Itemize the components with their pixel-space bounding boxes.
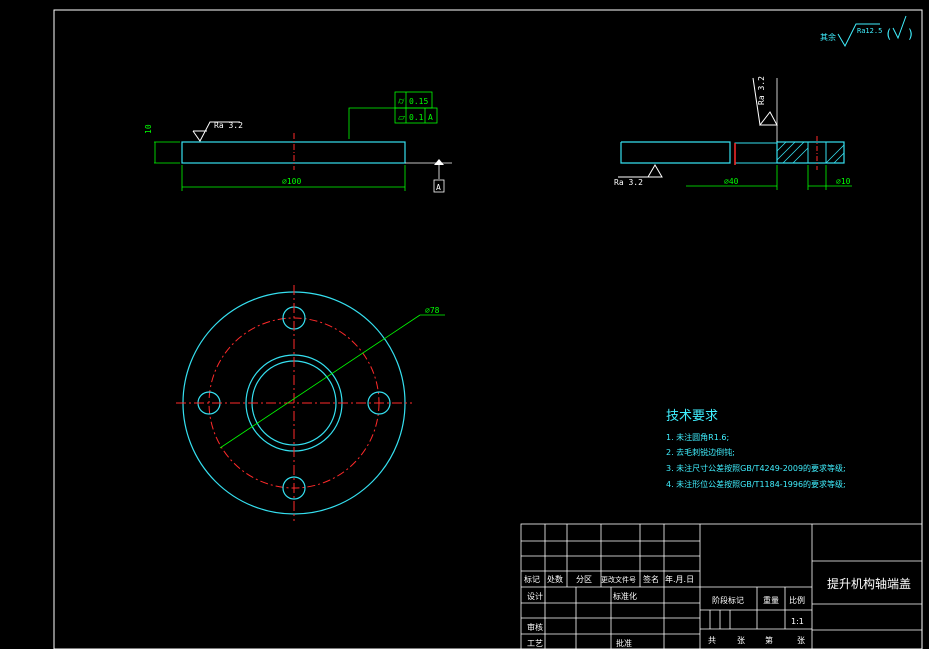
- bracket-close: ): [907, 27, 914, 41]
- height-dim-text: 10: [144, 124, 153, 134]
- roughness-symbol-icon: [837, 23, 880, 48]
- tb-scale: 比例: [789, 595, 805, 605]
- tb-sheets: 张: [737, 636, 745, 645]
- title-block: [520, 523, 923, 649]
- tol-row1-value: 0.15: [409, 97, 428, 106]
- section-flange: [776, 136, 845, 170]
- tb-header-mark: 标记: [524, 574, 540, 584]
- section-ra-bottom: Ra 3.2: [614, 178, 643, 187]
- bolt-hole-right: [367, 391, 391, 415]
- tb-process: 工艺: [527, 639, 543, 648]
- tol-row1-symbol: ⌭: [398, 97, 405, 107]
- frame-border: [53, 9, 923, 649]
- section-view: Ra 3.2 Ra 3.2 ∅40 ∅10: [614, 76, 852, 190]
- note-line-4: 4. 未注形位公差按照GB/T1184-1996的要求等级;: [666, 479, 846, 489]
- tol-row2-symbol: ⏥: [398, 113, 405, 123]
- front-view: 10 Ra 3.2 ⌭ 0.15 ⏥ 0.1 A ∅100 A: [144, 91, 452, 193]
- datum-triangle-icon: [434, 159, 444, 165]
- section-roughness-top-icon: [752, 77, 778, 126]
- note-line-1: 1. 未注圆角R1.6;: [666, 432, 729, 442]
- rest-roughness: 其余 Ra12.5 ( ): [820, 15, 914, 48]
- drawing-frame: [53, 9, 923, 649]
- tb-header-sign: 签名: [643, 574, 659, 584]
- technical-notes: 技术要求 1. 未注圆角R1.6; 2. 去毛刺锐边倒钝; 3. 未注尺寸公差按…: [666, 409, 846, 489]
- tb-sheet-unit: 张: [797, 636, 805, 645]
- tb-header-zone: 分区: [576, 575, 592, 584]
- tb-approve: 批准: [616, 638, 632, 648]
- note-line-3: 3. 未注尺寸公差按照GB/T4249-2009的要求等级;: [666, 463, 846, 473]
- tb-standardize: 标准化: [613, 591, 637, 601]
- rest-ra-label: Ra12.5: [857, 27, 882, 35]
- datum-box: [433, 179, 445, 193]
- section-roughness-bottom-icon: [618, 164, 663, 178]
- tb-weight: 重量: [763, 595, 779, 605]
- tol-row2-ref: A: [428, 113, 433, 122]
- tb-review: 审核: [527, 622, 543, 632]
- front-ra-label: Ra 3.2: [214, 121, 243, 130]
- hole-dim-text: ∅10: [836, 177, 851, 186]
- tolerance-frame: [394, 91, 438, 124]
- bracket-open: (: [885, 27, 892, 41]
- tb-part-name: 提升机构轴端盖: [827, 576, 911, 591]
- section-hub: [620, 141, 731, 164]
- pcd-dim-leader: [219, 314, 421, 449]
- tb-header-count: 处数: [547, 574, 563, 584]
- tb-design: 设计: [527, 591, 543, 601]
- section-ra-top: Ra 3.2: [757, 76, 766, 105]
- tb-scale-value: 1:1: [791, 617, 804, 626]
- width-dim-text: ∅100: [282, 177, 301, 186]
- title-block-text: 标记 处数 分区 更改文件号 签名 年.月.日 设计 标准化 审核 工艺 批准 …: [524, 574, 911, 648]
- bore-dim-text: ∅40: [724, 177, 739, 186]
- tb-sheet-no: 第: [765, 635, 773, 645]
- tb-total: 共: [708, 636, 716, 645]
- datum-label: A: [436, 183, 441, 192]
- tb-header-date: 年.月.日: [665, 574, 694, 584]
- pcd-dim-text: ∅78: [425, 306, 440, 315]
- rest-label: 其余: [820, 32, 836, 42]
- check-roughness-icon: [892, 15, 907, 40]
- tolerance-leader: [348, 107, 395, 139]
- note-line-2: 2. 去毛刺锐边倒钝;: [666, 447, 735, 457]
- notes-title: 技术要求: [666, 409, 718, 424]
- bolt-hole-bottom: [282, 476, 306, 500]
- tol-row2-value: 0.1: [409, 113, 424, 122]
- plan-view: ∅78: [176, 285, 445, 521]
- tb-header-change-doc: 更改文件号: [601, 575, 636, 584]
- tb-stage-mark: 阶段标记: [712, 595, 744, 605]
